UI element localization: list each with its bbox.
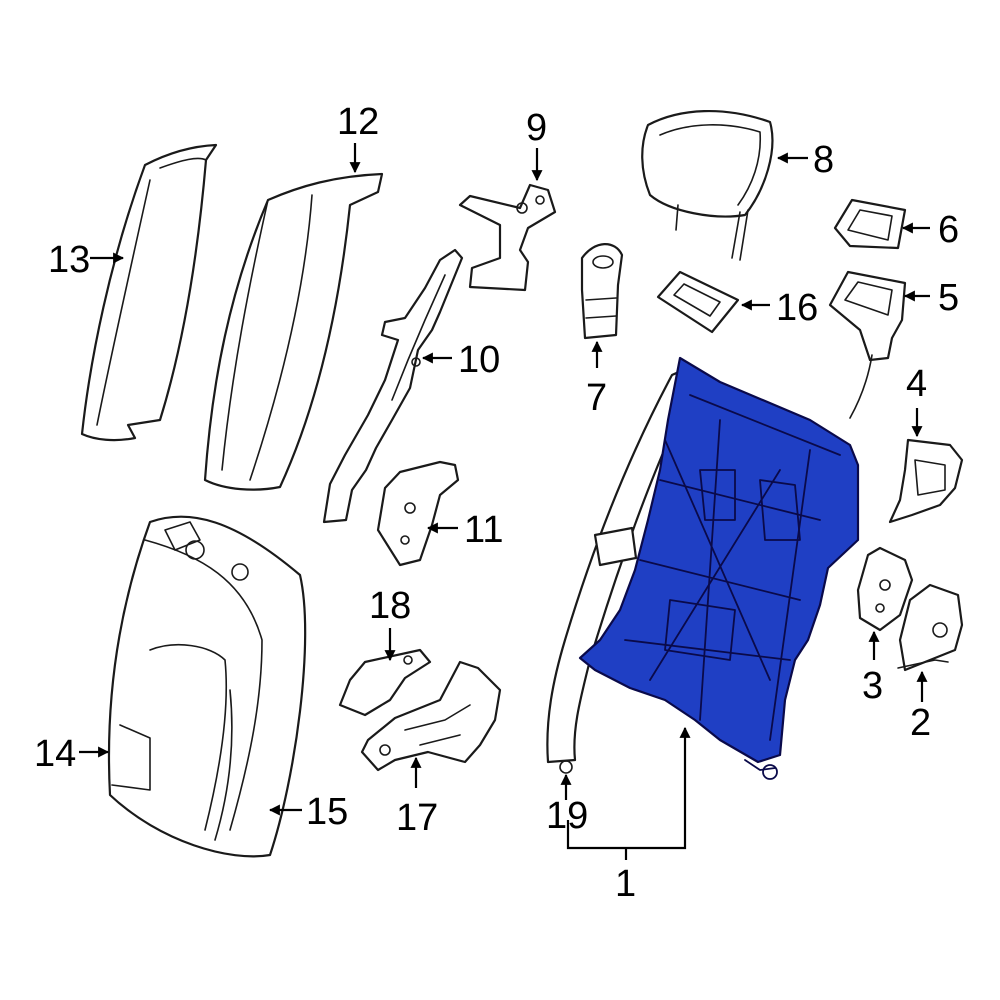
callout-2: 2 (910, 702, 931, 744)
callout-19: 19 (546, 795, 588, 837)
callout-17: 17 (396, 797, 438, 839)
part-3-latch (856, 546, 914, 632)
callout-3: 3 (862, 665, 883, 707)
part-16-bezel (656, 270, 740, 334)
callout-14: 14 (34, 733, 76, 775)
part-2-latch-assembly (897, 583, 964, 672)
part-5-release-handle (828, 270, 907, 419)
part-15-seat-cushion (107, 515, 307, 858)
part-12-backrest-trim (203, 172, 384, 491)
part-18-small-bracket (338, 648, 432, 717)
part-11-hinge-bracket (376, 460, 460, 567)
callout-5: 5 (938, 277, 959, 319)
callout-8: 8 (813, 139, 834, 181)
callout-labels: 12 9 8 6 13 5 16 10 7 4 11 18 3 2 14 15 … (34, 101, 959, 905)
callout-15: 15 (306, 791, 348, 833)
callout-16: 16 (776, 287, 818, 329)
part-9-upper-bracket (458, 183, 557, 292)
part-4-lock-cover (888, 438, 964, 524)
callout-10: 10 (458, 339, 500, 381)
callout-11: 11 (464, 509, 503, 551)
callout-1: 1 (615, 863, 636, 905)
callout-4: 4 (906, 363, 927, 405)
leader-lines (79, 143, 930, 860)
part-17-lower-bracket (360, 660, 502, 772)
part-6-cover-cap (833, 198, 907, 250)
backrest-frame-body (578, 356, 860, 764)
callout-6: 6 (938, 209, 959, 251)
callout-18: 18 (369, 585, 411, 627)
part-1-backrest-frame (578, 356, 860, 780)
callout-12: 12 (337, 101, 379, 143)
callout-13: 13 (48, 239, 90, 281)
callout-9: 9 (526, 107, 547, 149)
part-10-vertical-bracket (322, 248, 464, 524)
part-7-headrest-guide (580, 243, 624, 340)
part-8-headrest (641, 110, 774, 261)
callout-7: 7 (586, 377, 607, 419)
part-13-bolster-trim (80, 143, 218, 442)
